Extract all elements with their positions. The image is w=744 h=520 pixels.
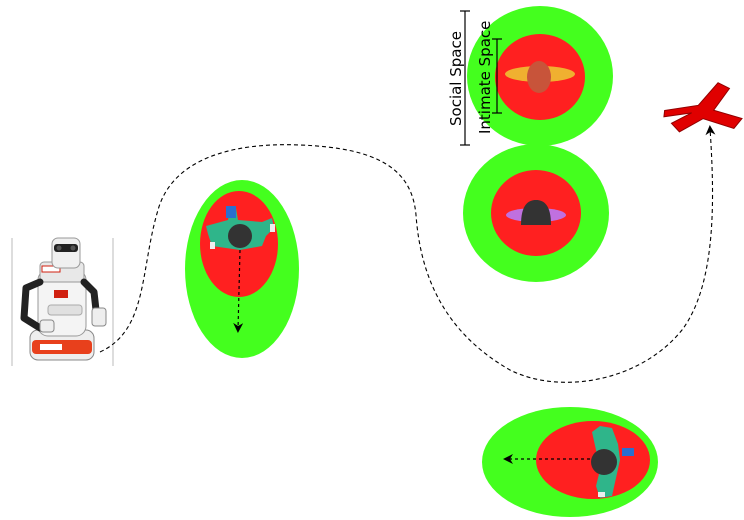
intimate-space-label: Intimate Space: [476, 21, 494, 134]
robot: [11, 237, 114, 366]
dashed-robot-path: [99, 125, 716, 383]
walking-direction-arrow: [233, 249, 244, 333]
intimate-space-bracket: [492, 38, 502, 114]
person-standing-top: [467, 6, 613, 146]
social-space-bracket: [460, 10, 470, 146]
person-standing-middle: [463, 144, 609, 282]
person-walking-left: [482, 407, 658, 517]
person-walking-down: [185, 180, 299, 358]
social-space-label: Social Space: [447, 31, 465, 126]
goal-x-marker: [663, 82, 743, 133]
